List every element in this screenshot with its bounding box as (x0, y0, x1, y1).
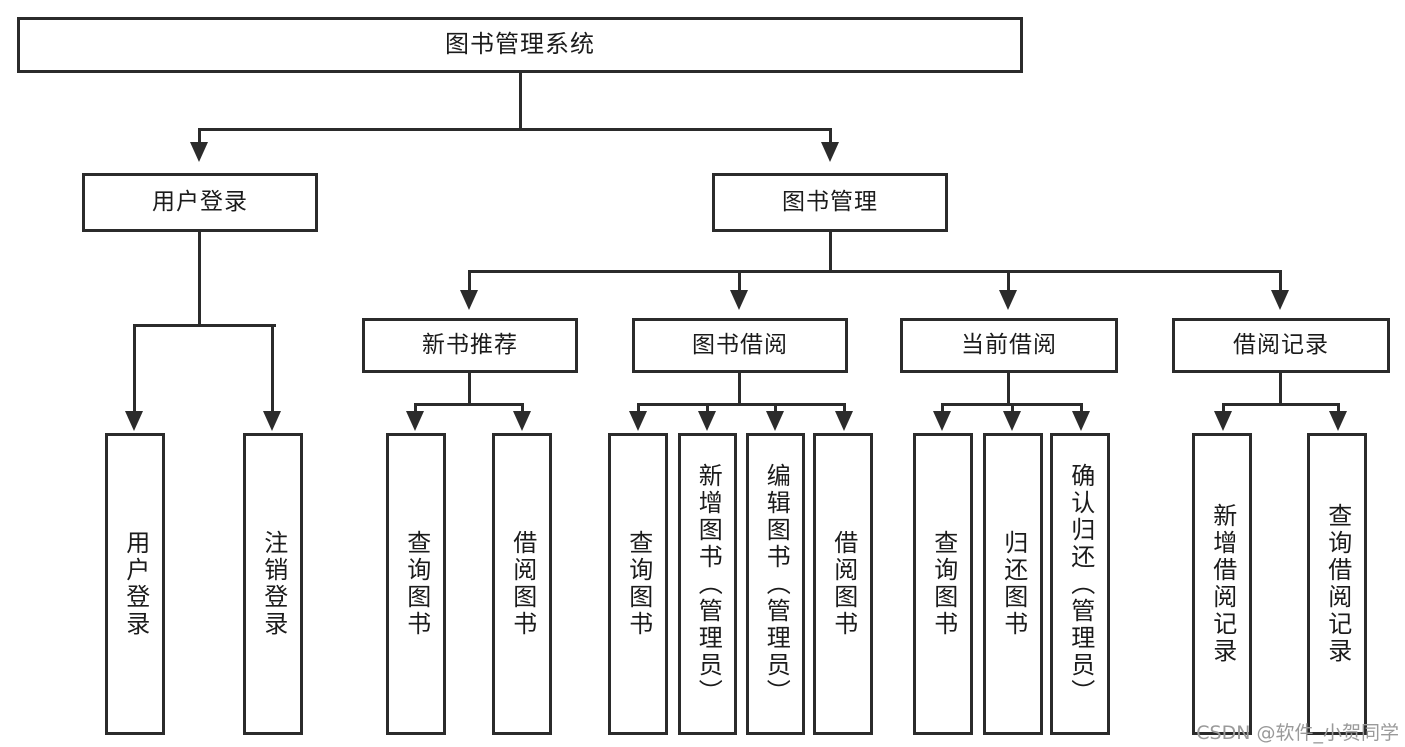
node-label: 图书管理系统 (445, 30, 595, 59)
connector-book-borrow-bus (637, 403, 846, 406)
connector-drop-current-borrow (1007, 270, 1010, 292)
leaf-confirm-return[interactable]: 确认归还（管理员） (1050, 433, 1110, 735)
node-label: 查询借阅记录 (1323, 503, 1352, 665)
node-new-book-recommend[interactable]: 新书推荐 (362, 318, 578, 373)
connector-book-borrow-drop-4 (843, 403, 846, 413)
arrowhead-leaf-borrow-book-1 (513, 411, 531, 431)
connector-current-borrow-stem (1007, 373, 1010, 405)
node-label: 归还图书 (999, 530, 1028, 638)
node-root-book-management-system[interactable]: 图书管理系统 (17, 17, 1023, 73)
leaf-user-login[interactable]: 用户登录 (105, 433, 165, 735)
connector-borrow-record-stem (1279, 373, 1282, 405)
connector-current-borrow-drop-2 (1011, 403, 1014, 413)
connector-new-book-bus (414, 403, 524, 406)
node-label: 新增借阅记录 (1208, 503, 1237, 665)
leaf-query-book-current[interactable]: 查询图书 (913, 433, 973, 735)
connector-book-borrow-stem (738, 373, 741, 405)
arrowhead-leaf-borrow-book-2 (835, 411, 853, 431)
connector-borrow-record-drop-2 (1337, 403, 1340, 413)
connector-drop-borrow-record (1279, 270, 1282, 292)
arrowhead-leaf-edit-book (766, 411, 784, 431)
node-book-management[interactable]: 图书管理 (712, 173, 948, 232)
connector-drop-user-login (198, 128, 201, 144)
arrowhead-book-borrow (730, 290, 748, 310)
connector-drop-new-book (468, 270, 471, 292)
connector-root-bus (198, 128, 832, 131)
arrowhead-leaf-query-book-1 (406, 411, 424, 431)
node-label: 确认归还（管理员） (1066, 462, 1095, 706)
node-label: 编辑图书（管理员） (762, 462, 791, 706)
connector-book-management-stem (829, 232, 832, 272)
node-label: 查询图书 (624, 530, 653, 638)
connector-drop-book-borrow (738, 270, 741, 292)
node-label: 新书推荐 (422, 332, 518, 359)
leaf-borrow-book-recommend[interactable]: 借阅图书 (492, 433, 552, 735)
node-borrow-record[interactable]: 借阅记录 (1172, 318, 1390, 373)
leaf-query-borrow-record[interactable]: 查询借阅记录 (1307, 433, 1367, 735)
connector-user-login-drop-1 (133, 324, 136, 413)
connector-new-book-drop-1 (414, 403, 417, 413)
node-label: 借阅图书 (829, 530, 858, 638)
connector-user-login-drop-2 (271, 324, 274, 413)
node-label: 新增图书（管理员） (694, 462, 723, 706)
leaf-return-book[interactable]: 归还图书 (983, 433, 1043, 735)
arrowhead-leaf-query-book-2 (629, 411, 647, 431)
node-label: 借阅图书 (508, 530, 537, 638)
arrowhead-leaf-add-book (698, 411, 716, 431)
arrowhead-current-borrow (999, 290, 1017, 310)
arrowhead-leaf-add-record (1214, 411, 1232, 431)
connector-book-management-bus (468, 270, 1282, 273)
node-label: 用户登录 (121, 530, 150, 638)
connector-current-borrow-drop-3 (1080, 403, 1083, 413)
arrowhead-leaf-confirm-return (1072, 411, 1090, 431)
arrowhead-user-login (190, 142, 208, 162)
connector-new-book-stem (468, 373, 471, 405)
leaf-edit-book[interactable]: 编辑图书（管理员） (746, 433, 805, 735)
connector-current-borrow-drop-1 (941, 403, 944, 413)
connector-user-login-stem (198, 232, 201, 326)
node-label: 查询图书 (929, 530, 958, 638)
arrowhead-leaf-return-book (1003, 411, 1021, 431)
leaf-query-book-borrow[interactable]: 查询图书 (608, 433, 668, 735)
node-book-borrow[interactable]: 图书借阅 (632, 318, 848, 373)
arrowhead-leaf-query-record (1329, 411, 1347, 431)
connector-user-login-bus (133, 324, 276, 327)
connector-root-stem (519, 73, 522, 130)
node-label: 当前借阅 (961, 332, 1057, 359)
leaf-add-book[interactable]: 新增图书（管理员） (678, 433, 737, 735)
leaf-query-book-recommend[interactable]: 查询图书 (386, 433, 446, 735)
node-label: 用户登录 (152, 189, 248, 216)
connector-book-borrow-drop-1 (637, 403, 640, 413)
node-label: 查询图书 (402, 530, 431, 638)
node-label: 图书借阅 (692, 332, 788, 359)
connector-drop-book-management (829, 128, 832, 144)
arrowhead-leaf-user-login (125, 411, 143, 431)
watermark-text: CSDN @软件_小贺同学 (1196, 722, 1399, 744)
leaf-add-borrow-record[interactable]: 新增借阅记录 (1192, 433, 1252, 735)
arrowhead-leaf-logout (263, 411, 281, 431)
node-current-borrow[interactable]: 当前借阅 (900, 318, 1118, 373)
connector-borrow-record-drop-1 (1222, 403, 1225, 413)
arrowhead-leaf-query-book-3 (933, 411, 951, 431)
arrowhead-new-book-recommend (460, 290, 478, 310)
leaf-borrow-book[interactable]: 借阅图书 (813, 433, 873, 735)
node-label: 注销登录 (259, 530, 288, 638)
node-label: 图书管理 (782, 189, 878, 216)
connector-borrow-record-bus (1222, 403, 1340, 406)
connector-new-book-drop-2 (521, 403, 524, 413)
arrowhead-book-management (821, 142, 839, 162)
arrowhead-borrow-record (1271, 290, 1289, 310)
connector-book-borrow-drop-3 (774, 403, 777, 413)
connector-book-borrow-drop-2 (706, 403, 709, 413)
node-label: 借阅记录 (1233, 332, 1329, 359)
leaf-logout[interactable]: 注销登录 (243, 433, 303, 735)
node-user-login[interactable]: 用户登录 (82, 173, 318, 232)
